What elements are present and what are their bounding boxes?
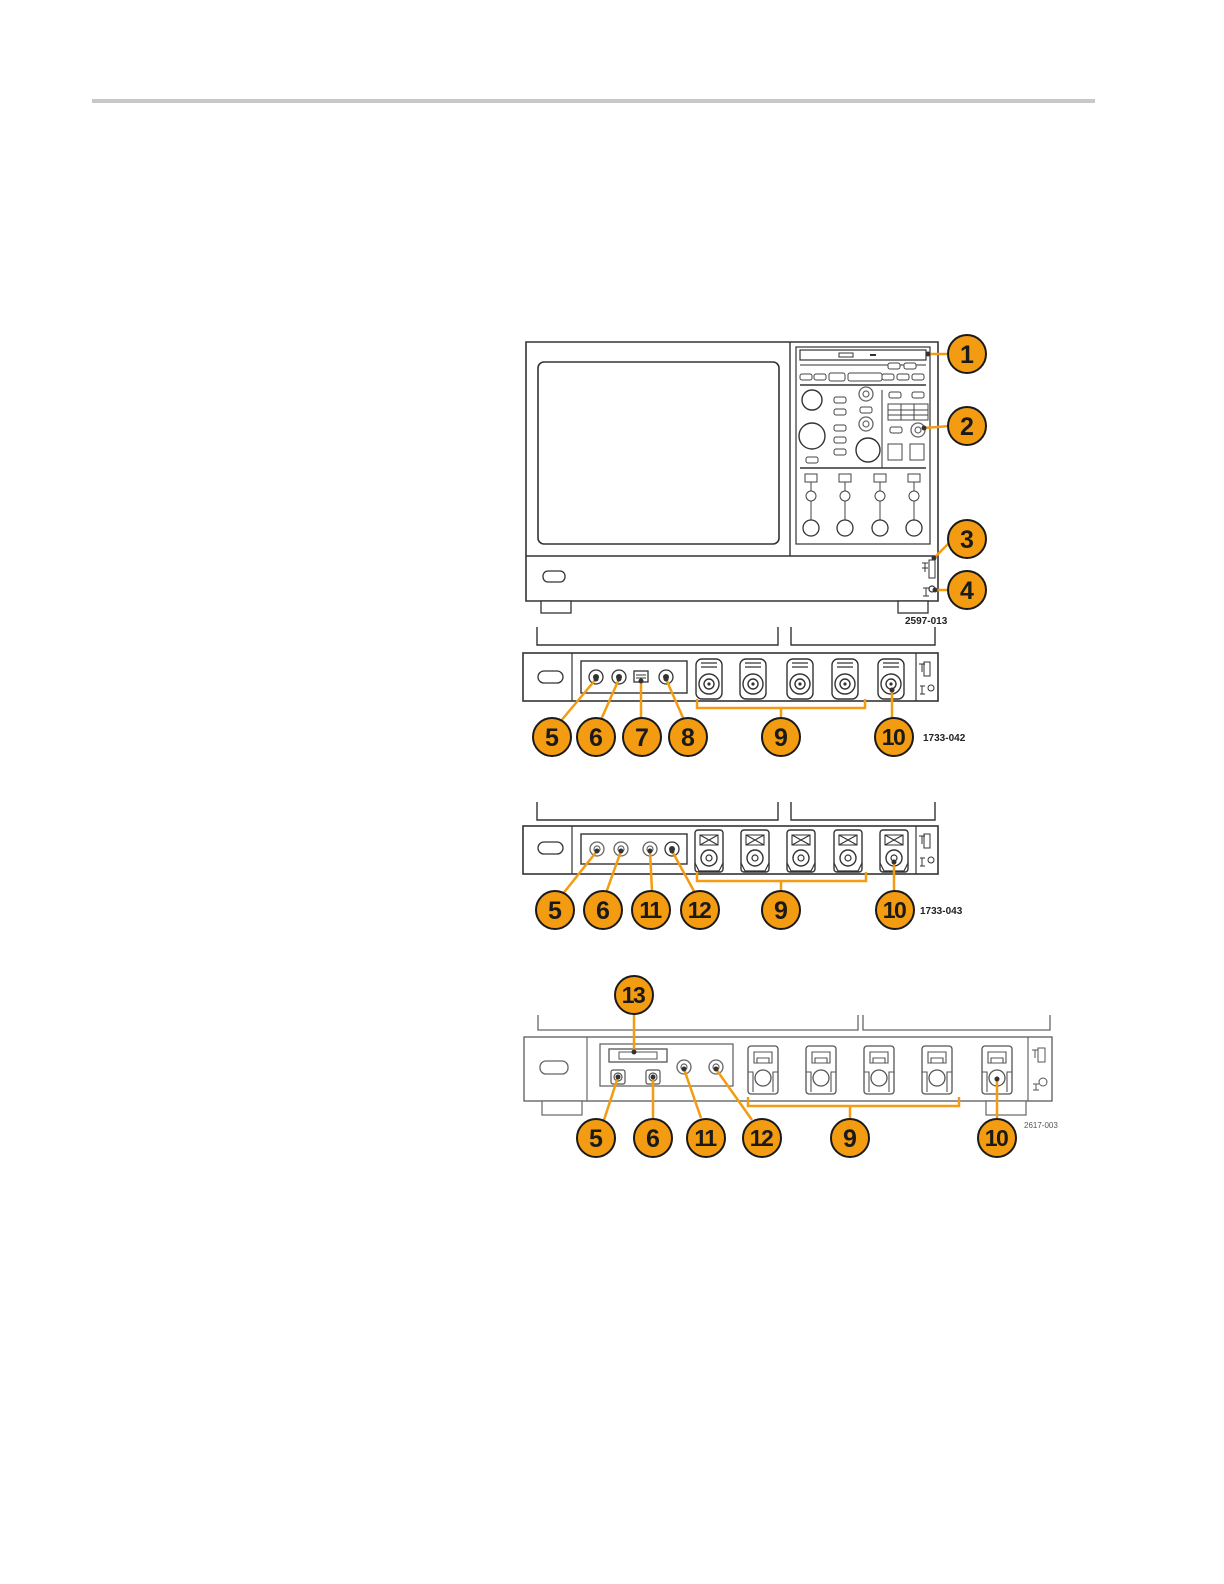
svg-text:11: 11 — [639, 897, 662, 923]
svg-text:13: 13 — [622, 982, 645, 1008]
svg-text:11: 11 — [694, 1125, 717, 1151]
svg-text:1: 1 — [960, 341, 974, 369]
callout-13: 13 — [615, 976, 653, 1014]
callout-3: 3 — [948, 520, 986, 558]
callout-6: 6 — [584, 891, 622, 929]
svg-text:2: 2 — [960, 413, 974, 441]
callout-2: 2 — [948, 407, 986, 445]
callout-5: 5 — [536, 891, 574, 929]
callout-7: 7 — [623, 718, 661, 756]
callout-9: 9 — [762, 891, 800, 929]
svg-text:9: 9 — [774, 724, 788, 752]
svg-text:5: 5 — [548, 897, 562, 925]
svg-text:7: 7 — [635, 724, 649, 752]
callout-12: 12 — [743, 1119, 781, 1157]
lower-panel-figure-a: 5 6 7 8 9 10 1733-042 — [523, 627, 966, 756]
callout-6: 6 — [634, 1119, 672, 1157]
lower-panel-figure-c: 13 5 6 11 12 9 10 2617-003 — [524, 976, 1058, 1157]
svg-text:12: 12 — [750, 1125, 773, 1151]
svg-text:9: 9 — [774, 897, 788, 925]
svg-text:5: 5 — [589, 1125, 603, 1153]
callout-12: 12 — [681, 891, 719, 929]
svg-text:6: 6 — [589, 724, 603, 752]
callout-11: 11 — [632, 891, 670, 929]
svg-text:6: 6 — [646, 1125, 660, 1153]
power-button — [543, 571, 565, 582]
svg-text:3: 3 — [960, 526, 974, 554]
callout-4: 4 — [948, 571, 986, 609]
svg-text:10: 10 — [883, 897, 906, 923]
svg-text:6: 6 — [596, 897, 610, 925]
callout-9: 9 — [762, 718, 800, 756]
callout-6: 6 — [577, 718, 615, 756]
svg-text:9: 9 — [843, 1125, 857, 1153]
callout-10: 10 — [978, 1119, 1016, 1157]
callout-5: 5 — [577, 1119, 615, 1157]
callout-10: 10 — [875, 718, 913, 756]
callout-5: 5 — [533, 718, 571, 756]
figure-number-lower-b: 1733-043 — [920, 906, 963, 917]
figure-number-front: 2597-013 — [905, 616, 948, 627]
svg-text:8: 8 — [681, 724, 695, 752]
disk-drive — [800, 350, 926, 360]
svg-text:12: 12 — [688, 897, 711, 923]
callout-9: 9 — [831, 1119, 869, 1157]
callout-8: 8 — [669, 718, 707, 756]
svg-text:4: 4 — [960, 577, 974, 605]
figure-number-lower-c: 2617-003 — [1024, 1121, 1058, 1130]
svg-text:5: 5 — [545, 724, 559, 752]
svg-text:10: 10 — [985, 1125, 1008, 1151]
lower-panel-figure-b: 5 6 11 12 9 10 1733-043 — [523, 802, 963, 929]
callout-11: 11 — [687, 1119, 725, 1157]
figure-number-lower-a: 1733-042 — [923, 733, 966, 744]
front-panel-figure: 1 2 3 4 2597-013 — [526, 335, 986, 627]
callout-1: 1 — [948, 335, 986, 373]
callout-10: 10 — [876, 891, 914, 929]
svg-text:10: 10 — [882, 724, 905, 750]
probe-comp-terminal — [929, 560, 935, 578]
display-screen — [538, 362, 779, 544]
